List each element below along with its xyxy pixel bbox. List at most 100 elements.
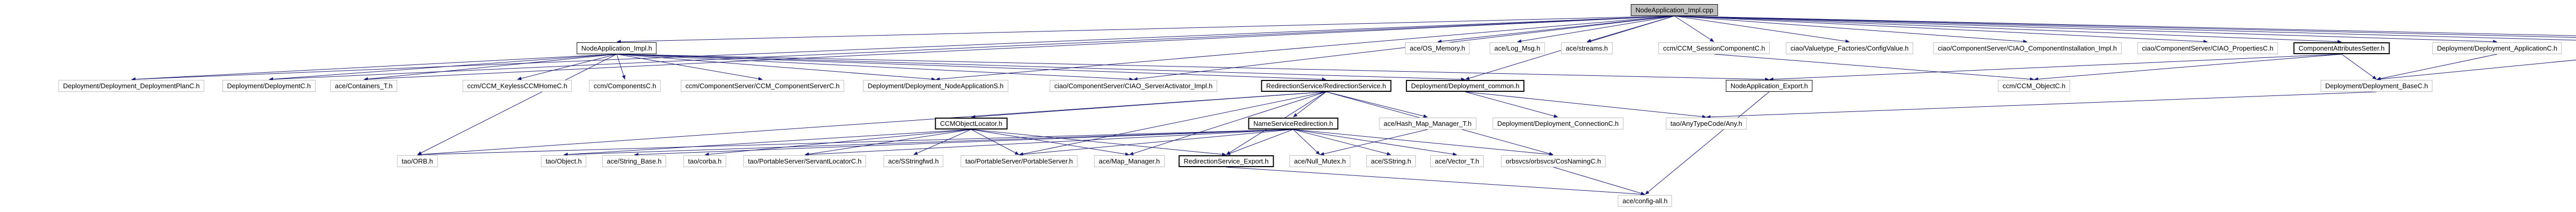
graph-node-deploy_plan[interactable]: Deployment/Deployment_DeploymentPlanC.h	[58, 80, 205, 92]
edge-root-to-deploymentc	[268, 15, 1675, 81]
graph-node-ccm_compserver[interactable]: ccm/ComponentServer/CCM_ComponentServerC…	[681, 80, 844, 92]
graph-node-vector_t[interactable]: ace/Vector_T.h	[1430, 155, 1484, 167]
graph-node-portableserver[interactable]: tao/PortableServer/PortableServer.h	[960, 155, 1078, 167]
edge-deploy_common-to-deploy_conn	[1465, 91, 1558, 118]
graph-node-keyless[interactable]: ccm/CCM_KeylessCCMHomeC.h	[462, 80, 572, 92]
graph-node-ns_redirection[interactable]: NameServiceRedirection.h	[1248, 118, 1338, 129]
edge-deploy_base-to-any	[1706, 91, 2377, 119]
edge-impl_h-to-node_app_s	[616, 54, 936, 81]
edge-attr_setter-to-na_export	[1769, 54, 2342, 81]
edge-attr_setter-to-deploy_base	[2341, 54, 2377, 80]
graph-node-map_manager[interactable]: ace/Map_Manager.h	[1094, 155, 1165, 167]
edge-ccm_locator-to-servant_locator	[804, 129, 972, 156]
edge-root-to-name_utils	[1674, 15, 2576, 36]
graph-node-rs_export[interactable]: RedirectionService_Export.h	[1178, 155, 1274, 167]
edge-ns_redirection-to-portableserver	[1019, 129, 1294, 156]
edge-ns_redirection-to-null_mutex	[1293, 129, 1320, 155]
edge-deploy_app-to-deploy_base	[2376, 54, 2498, 80]
edge-root-to-deploy_plan	[131, 15, 1675, 81]
edge-root-to-containers_t	[363, 15, 1675, 81]
graph-node-server_activator[interactable]: ciao/ComponentServer/CIAO_ServerActivato…	[1049, 80, 1217, 92]
edge-orbsvcs_cosnaming-to-config_all	[1553, 167, 1646, 195]
edge-redirection-to-orb	[417, 91, 1327, 156]
graph-node-os_memory[interactable]: ace/OS_Memory.h	[1405, 42, 1470, 54]
graph-node-session_component[interactable]: ccm/CCM_SessionComponentC.h	[1658, 42, 1770, 54]
graph-node-config_all[interactable]: ace/config-all.h	[1618, 195, 1672, 207]
graph-node-sstring[interactable]: ace/SString.h	[1366, 155, 1416, 167]
edge-impl_h-to-redirection	[616, 54, 1327, 81]
graph-node-log_msg[interactable]: ace/Log_Msg.h	[1489, 42, 1545, 54]
graph-node-deploy_conn[interactable]: Deployment/Deployment_ConnectionC.h	[1493, 118, 1623, 129]
graph-node-deploy_base[interactable]: Deployment/Deployment_BaseC.h	[2320, 80, 2433, 92]
edge-rs_export-to-config_all	[1226, 167, 1646, 196]
edge-root-to-comp_install	[1674, 15, 2028, 43]
edge-root-to-session_component	[1674, 15, 1715, 42]
edge-ns_redirection-to-orbsvcs_cosnaming	[1293, 129, 1554, 156]
edge-root-to-attr_setter	[1674, 15, 2342, 44]
edge-impl_h-to-deploy_common	[616, 54, 1466, 81]
graph-node-deploy_app[interactable]: Deployment/Deployment_ApplicationC.h	[2432, 42, 2562, 54]
graph-node-containers_t[interactable]: ace/Containers_T.h	[330, 80, 398, 92]
graph-node-string_base[interactable]: ace/String_Base.h	[602, 155, 667, 167]
edge-ccm_locator-to-rs_export	[971, 129, 1227, 156]
graph-node-ccm_locator[interactable]: CCMObjectLocator.h	[935, 118, 1008, 129]
edge-redirection-to-ns_redirection	[1293, 91, 1327, 118]
edge-deploy_common-to-any	[1465, 91, 1707, 119]
edge-root-to-impl_h	[616, 15, 1675, 44]
edge-hash_map-to-null_mutex	[1319, 129, 1428, 156]
graph-node-streams[interactable]: ace/streams.h	[1561, 42, 1613, 54]
graph-node-impl_h[interactable]: NodeApplication_Impl.h	[577, 42, 657, 54]
edge-root-to-os_memory	[1437, 15, 1675, 43]
edge-root-to-server_activator	[1133, 15, 1675, 81]
edge-root-to-log_macros	[1674, 15, 2576, 38]
edge-ccm_locator-to-object	[563, 129, 972, 156]
edge-ns_redirection-to-object	[563, 129, 1294, 157]
graph-node-servant_locator[interactable]: tao/PortableServer/ServantLocatorC.h	[743, 155, 867, 167]
edge-root-to-log_msg	[1517, 15, 1675, 43]
edge-ns_redirection-to-servant_locator	[804, 129, 1294, 157]
graph-node-configvalue[interactable]: ciao/Valuetype_Factories/ConfigValue.h	[1786, 42, 1913, 54]
graph-node-attr_setter[interactable]: ComponentAttributesSetter.h	[2293, 42, 2390, 54]
edge-session_component-to-ccm_object	[1714, 54, 2035, 81]
graph-node-comp_install[interactable]: ciao/ComponentServer/CIAO_ComponentInsta…	[1933, 42, 2122, 54]
graph-node-sstringfwd[interactable]: ace/SStringfwd.h	[883, 155, 944, 167]
graph-node-node_app_s[interactable]: Deployment/Deployment_NodeApplicationS.h	[863, 80, 1008, 92]
graph-node-hash_map[interactable]: ace/Hash_Map_Manager_T.h	[1379, 118, 1477, 129]
graph-node-any[interactable]: tao/AnyTypeCode/Any.h	[1666, 118, 1747, 129]
graph-node-deploy_common[interactable]: Deployment/Deployment_common.h	[1405, 80, 1525, 92]
edge-impl_h-to-orb	[417, 54, 617, 155]
edge-impl_h-to-keyless	[517, 54, 617, 80]
graph-node-orbsvcs_cosnaming[interactable]: orbsvcs/orbsvcs/CosNamingC.h	[1501, 155, 1606, 167]
edge-ns_redirection-to-string_base	[634, 129, 1294, 157]
edge-root-to-ciao_props	[1674, 15, 2208, 44]
graph-node-ciao_props[interactable]: ciao/ComponentServer/CIAO_PropertiesC.h	[2137, 42, 2278, 54]
edge-ns_redirection-to-sstring	[1293, 129, 1392, 156]
edge-impl_h-to-deploy_plan	[131, 54, 617, 81]
graph-node-deploymentc[interactable]: Deployment/DeploymentC.h	[222, 80, 316, 92]
edge-ccm_locator-to-portableserver	[971, 129, 1020, 155]
edge-na_export-to-config_all	[1645, 91, 1770, 195]
edge-ns_redirection-to-rs_export	[1226, 129, 1294, 155]
graph-node-na_export[interactable]: NodeApplication_Export.h	[1725, 80, 1813, 92]
edge-attr_setter-to-ccm_object	[2033, 54, 2342, 81]
edge-root-to-node_app_s	[935, 15, 1675, 81]
edge-redirection-to-portableserver	[1019, 91, 1327, 156]
edge-ccm_locator-to-sstringfwd	[913, 129, 972, 155]
graph-node-ccm_object[interactable]: ccm/CCM_ObjectC.h	[1997, 80, 2071, 92]
edge-impl_h-to-ccm_compserver	[616, 54, 763, 81]
edge-impl_h-to-server_activator	[616, 54, 1134, 81]
graph-node-object[interactable]: tao/Object.h	[540, 155, 587, 167]
edge-impl_h-to-deploymentc	[268, 54, 617, 81]
graph-node-componentsc[interactable]: ccm/ComponentsC.h	[589, 80, 661, 92]
edge-root-to-configvalue	[1674, 15, 1850, 43]
edge-root-to-dance_props	[1674, 15, 2576, 41]
edge-ns_redirection-to-vector_t	[1293, 129, 1458, 156]
graph-node-redirection[interactable]: RedirectionService/RedirectionService.h	[1261, 80, 1392, 92]
graph-node-corba[interactable]: tao/corba.h	[683, 155, 726, 167]
graph-node-null_mutex[interactable]: ace/Null_Mutex.h	[1289, 155, 1351, 167]
edge-impl_h-to-componentsc	[616, 54, 625, 80]
edge-impl_h-to-containers_t	[363, 54, 617, 81]
graph-node-orb[interactable]: tao/ORB.h	[397, 155, 438, 167]
